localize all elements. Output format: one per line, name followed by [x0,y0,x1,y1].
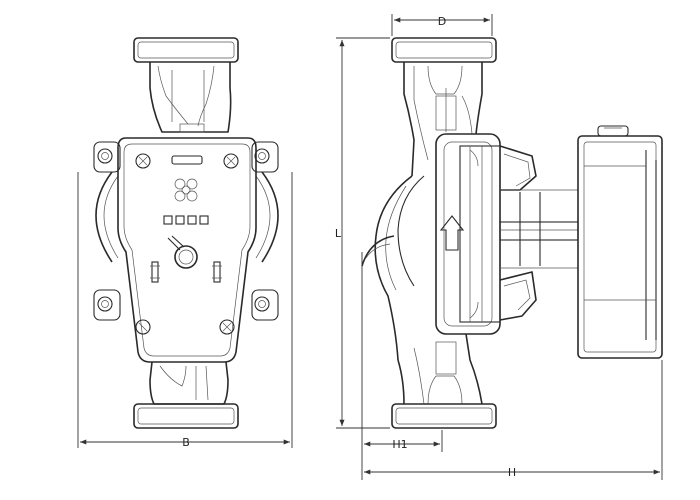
control-panel [117,137,257,363]
housing-arc-right [261,171,279,263]
side-housing-flange [435,133,501,335]
front-upper-neck [149,62,232,133]
mode-indicators [163,215,209,225]
dimension-h: H [364,360,663,480]
front-top-flange [133,37,239,63]
front-view: B [77,37,293,449]
side-top-flange [391,37,497,63]
side-bottom-flange [391,403,497,429]
side-motor-box [577,125,663,359]
side-coupling [499,145,579,321]
side-view: D L H1 H [335,14,663,480]
side-lower-pipe [397,333,483,405]
dimension-h1: H1 [361,252,443,480]
front-lower-neck [149,361,229,405]
control-knob [167,235,198,269]
flow-arrow-icon [439,215,465,251]
dim-label-h1: H1 [392,438,407,451]
dim-label-d: D [438,15,446,28]
dimension-l: L [335,37,390,429]
dim-label-b: B [182,436,190,449]
side-upper-pipe [403,62,483,177]
slots [150,261,222,283]
dimension-b: B [77,172,293,449]
side-pump-body [361,175,425,361]
dim-label-h: H [508,466,516,479]
mounting-bolts [93,141,279,321]
dim-label-l: L [335,227,342,240]
front-bottom-flange [133,403,239,429]
dimension-d: D [391,14,493,36]
housing-arc-left [95,171,113,263]
logo-icon [174,178,198,202]
